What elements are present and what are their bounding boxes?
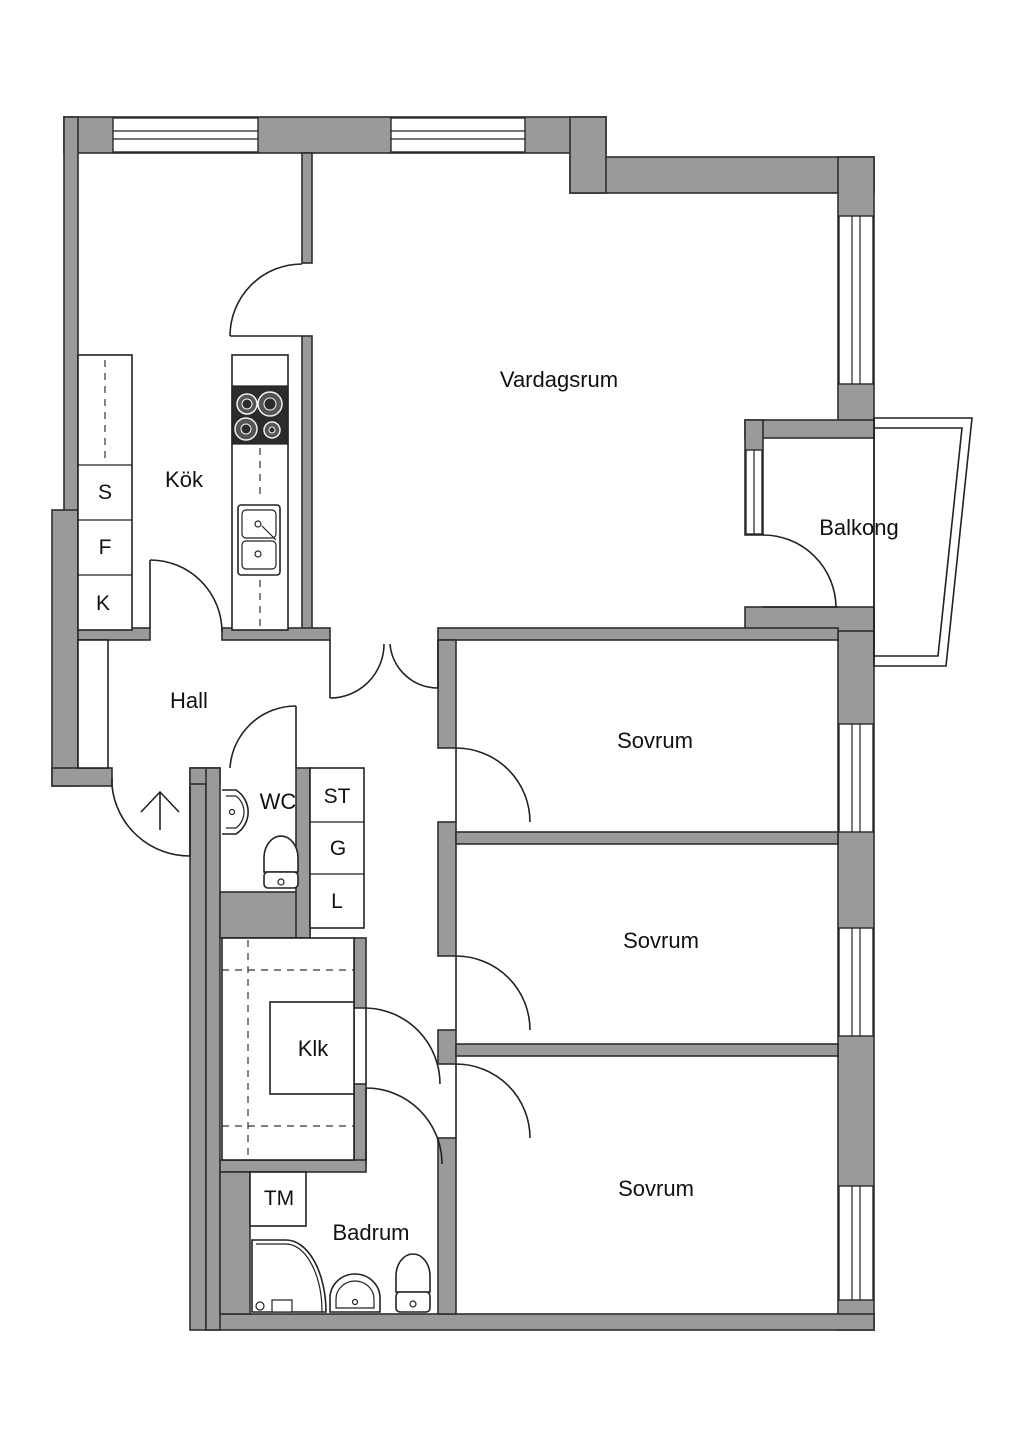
toilet-icon xyxy=(395,1253,431,1313)
balcony-outline xyxy=(873,417,973,667)
sink-icon xyxy=(237,504,281,576)
toilet-icon xyxy=(263,835,299,889)
hall-storage xyxy=(309,767,365,929)
entrance-arrow-icon xyxy=(140,790,180,830)
washbasin-icon xyxy=(222,789,249,835)
windows xyxy=(112,117,874,1301)
doors xyxy=(111,263,838,1165)
washbasin-icon xyxy=(329,1273,381,1313)
walls xyxy=(51,116,875,1331)
bathroom-cabinet xyxy=(249,1171,307,1227)
shower-icon xyxy=(251,1239,327,1313)
stove-icon xyxy=(231,385,289,445)
kitchen-cabinets xyxy=(77,354,133,631)
hall-wardrobe xyxy=(77,639,109,769)
walk-in-closet xyxy=(221,937,355,1161)
